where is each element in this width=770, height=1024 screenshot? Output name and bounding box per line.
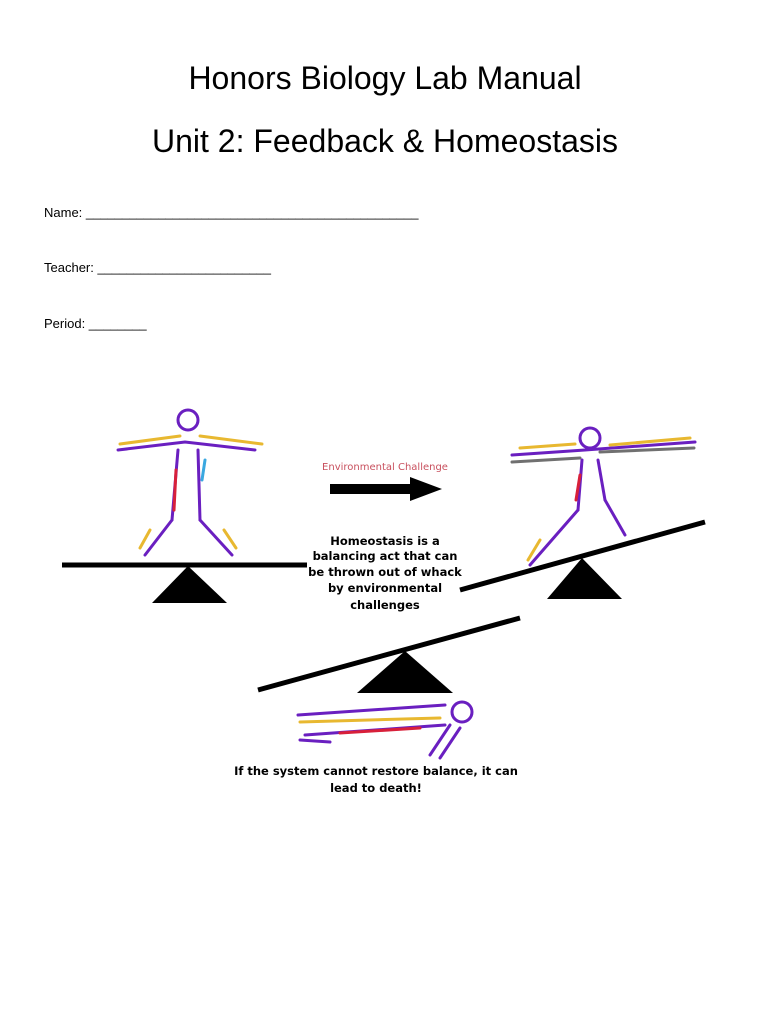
lying-figure bbox=[296, 700, 474, 760]
svg-text:challenges: challenges bbox=[350, 598, 420, 612]
document-title: Honors Biology Lab Manual bbox=[188, 60, 582, 96]
balanced-seesaw bbox=[62, 562, 307, 603]
name-field: Name: __________________________________… bbox=[44, 205, 419, 220]
svg-text:be thrown out of whack: be thrown out of whack bbox=[308, 565, 462, 579]
svg-text:Homeostasis is a: Homeostasis is a bbox=[330, 534, 440, 548]
collapsed-seesaw bbox=[257, 615, 521, 693]
svg-text:lead to death!: lead to death! bbox=[330, 781, 422, 795]
document-subtitle: Unit 2: Feedback & Homeostasis bbox=[152, 123, 618, 159]
arrow-label: Environmental Challenge bbox=[322, 462, 448, 473]
period-field: Period: ________ bbox=[44, 316, 147, 331]
svg-text:by environmental: by environmental bbox=[328, 581, 442, 595]
tilted-seesaw bbox=[459, 519, 706, 599]
standing-figure bbox=[116, 408, 264, 557]
right-arrow-icon bbox=[330, 477, 442, 501]
caption-text: If the system cannot restore balance, it… bbox=[234, 764, 518, 795]
explanation-text: Homeostasis is a balancing act that can … bbox=[308, 534, 462, 612]
svg-text:If the system cannot restore b: If the system cannot restore balance, it… bbox=[234, 764, 518, 778]
svg-text:balancing act that can: balancing act that can bbox=[313, 549, 458, 563]
falling-figure bbox=[510, 426, 697, 567]
teacher-field: Teacher: ________________________ bbox=[44, 260, 271, 275]
